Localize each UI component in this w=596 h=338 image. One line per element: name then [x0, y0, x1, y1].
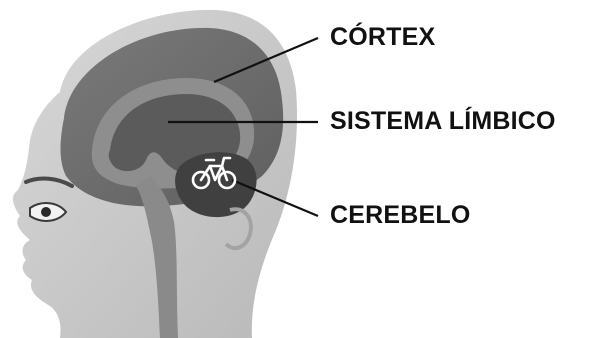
label-limbic-system: SISTEMA LÍMBICO: [330, 107, 556, 136]
label-cerebellum: CEREBELO: [330, 201, 471, 230]
label-cortex: CÓRTEX: [330, 23, 435, 52]
pupil: [41, 207, 51, 217]
